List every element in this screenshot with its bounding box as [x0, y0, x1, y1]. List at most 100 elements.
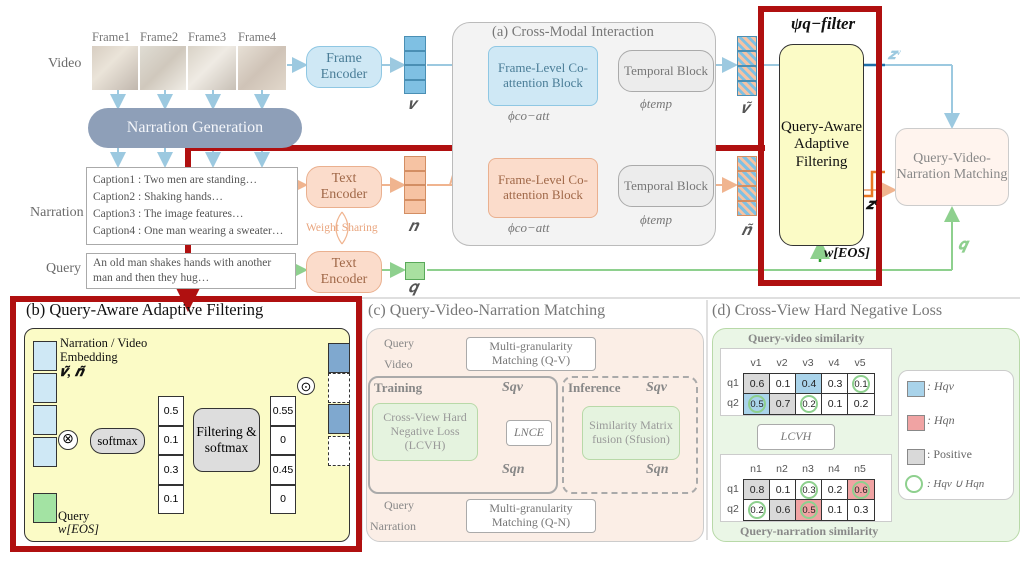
query-label: Query [58, 509, 90, 523]
coattention-block-video: Frame-Level Co-attention Block [488, 46, 598, 106]
output-cell [328, 343, 350, 373]
union-circle-mark: 0.6 [852, 481, 870, 499]
score-cell: 0.3 [158, 455, 184, 485]
legend-swatch-hqv [907, 381, 925, 397]
score-cell: 0 [270, 425, 296, 455]
query-aware-filter-block: Query-Aware Adaptive Filtering [779, 44, 864, 246]
union-circle-mark: 0.5 [748, 395, 766, 413]
frame-label: Frame2 [140, 30, 179, 44]
table-row-header: q2 [727, 503, 739, 515]
legend-swatch-positive [907, 449, 925, 465]
legend-positive: : Positive [927, 447, 973, 461]
temporal-block-narration: Temporal Block [618, 165, 714, 207]
weight-sharing-label: Weight Sharing [306, 222, 378, 234]
symbol-n: 𝒏 [408, 218, 418, 235]
similarity-cell: 0.1 [847, 373, 875, 395]
output-cell [328, 404, 350, 434]
caption-line: Caption4 : One man wearing a sweater… [93, 225, 284, 237]
text-encoder: Text Encoder [306, 166, 382, 208]
table-row-header: q1 [727, 377, 739, 389]
video-frame-image [140, 46, 186, 90]
mg-matching-qv: Multi-granularity Matching (Q-V) [466, 337, 596, 371]
similarity-cell: 0.1 [769, 373, 797, 395]
training-label: Training [374, 380, 423, 395]
query-symbol: w[EOS] [58, 522, 99, 536]
score-vector-1: 0.5 0.1 0.3 0.1 [158, 396, 184, 514]
output-cell-dashed [328, 436, 350, 466]
video-tilde-vector [737, 36, 757, 96]
caption-box: Caption1 : Two men are standing… Caption… [86, 167, 298, 245]
panel-c-query-label-2: Query [384, 498, 414, 512]
embedding-cell [33, 405, 57, 435]
mg-matching-qn: Multi-granularity Matching (Q-N) [466, 499, 596, 533]
legend-hqv: : Hqv [927, 379, 954, 393]
cross-modal-title: (a) Cross-Modal Interaction [492, 24, 654, 40]
symbol-q: 𝒒 [408, 279, 418, 296]
lcvh-block: LCVH [757, 424, 835, 450]
softmax-block: softmax [90, 428, 145, 454]
training-box [368, 376, 558, 494]
video-frame-image [238, 46, 286, 90]
similarity-cell: 0.1 [821, 499, 849, 521]
video-frame-image [92, 46, 138, 90]
dot-product-icon: ⊙ [297, 377, 315, 395]
table-column-header: n3 [802, 463, 814, 475]
panel-b-title: (b) Query-Aware Adaptive Filtering [26, 300, 264, 319]
video-embedding-vector [404, 36, 426, 94]
video-frame-image [188, 46, 236, 90]
qvn-matching-block: Query-Video-Narration Matching [895, 128, 1009, 206]
legend-union: : Hqv ∪ Hqn [927, 478, 985, 490]
similarity-cell: 0.5 [743, 393, 771, 415]
filter-highlight-frame [758, 6, 882, 286]
inference-label: Inference [568, 380, 621, 395]
table-column-header: n1 [750, 463, 762, 475]
embedding-cell [33, 437, 57, 467]
phi-temp-label: ϕtemp [640, 96, 672, 111]
frame-label: Frame1 [92, 30, 131, 44]
lnce-block: LNCE [506, 420, 552, 446]
similarity-cell: 0.7 [769, 393, 797, 415]
legend-swatch-union [905, 475, 923, 493]
frame-encoder: Frame Encoder [306, 46, 382, 88]
legend-swatch-hqn [907, 415, 925, 431]
caption-line: Caption1 : Two men are standing… [93, 174, 258, 186]
union-circle-mark: 0.2 [748, 501, 766, 519]
similarity-cell: 0.1 [769, 479, 797, 501]
similarity-cell: 0.3 [847, 499, 875, 521]
union-circle-mark: 0.1 [852, 375, 870, 393]
similarity-cell: 0.6 [743, 373, 771, 395]
panel-c-narration-label: Narration [370, 519, 416, 533]
narration-embedding-vector [404, 156, 426, 214]
w-eos-label: w[EOS] [824, 246, 870, 261]
narration-generation-block: Narration Generation [88, 108, 302, 148]
narration-tilde-vector [737, 156, 757, 216]
similarity-cell: 0.2 [847, 393, 875, 415]
panel-c-title: (c) Query-Video-Narration Matching [368, 302, 606, 319]
multiply-icon: ⊗ [58, 430, 78, 450]
sqn-label: Sqn [502, 462, 525, 477]
union-circle-mark: 0.2 [800, 395, 818, 413]
sqv-label-inf: Sqv [646, 380, 667, 395]
similarity-cell: 0.5 [795, 499, 823, 521]
table-column-header: v2 [776, 357, 788, 369]
symbol-zv: 𝒛ᵛ [888, 47, 901, 63]
similarity-cell: 0.8 [743, 479, 771, 501]
table-column-header: n5 [854, 463, 866, 475]
label-query: Query [46, 261, 81, 276]
query-embedding-vector [405, 262, 425, 280]
similarity-cell: 0.1 [821, 393, 849, 415]
phi-coatt-label: ϕco−att [508, 220, 550, 235]
psi-filter-label: ψq−filter [791, 14, 856, 33]
score-cell: 0.45 [270, 455, 296, 485]
filtering-softmax-block: Filtering & softmax [193, 408, 260, 472]
embedding-cell [33, 373, 57, 403]
similarity-cell: 0.2 [743, 499, 771, 521]
frame-label: Frame3 [188, 30, 227, 44]
table-column-header: v5 [854, 357, 866, 369]
cvh-loss-block: Cross-View Hard Negative Loss (LCVH) [372, 403, 478, 461]
legend-hqn: : Hqn [927, 413, 955, 427]
similarity-cell: 0.2 [821, 479, 849, 501]
table-column-header: n4 [828, 463, 840, 475]
